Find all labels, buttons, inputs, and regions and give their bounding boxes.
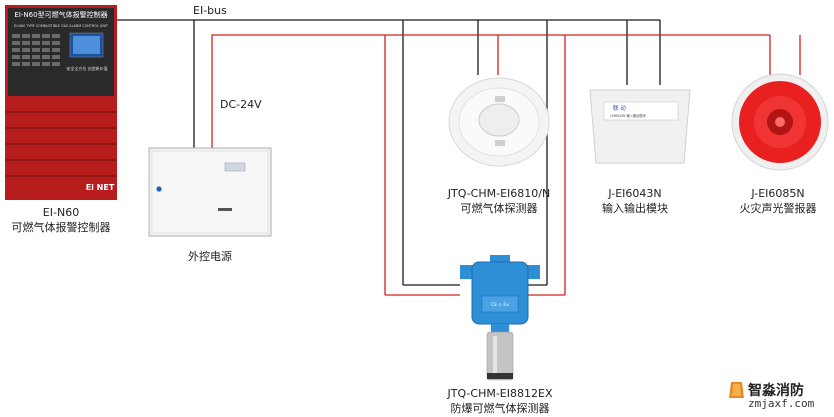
power-supply-box: [148, 147, 272, 237]
io-module-small-text: J-EI6043N 输入输出模块: [609, 113, 646, 118]
gas-detector-model: JTQ-CHM-EI6810/N: [447, 187, 551, 200]
io-module-label: 联 动: [613, 104, 626, 112]
io-module: 联 动 J-EI6043N 输入输出模块: [589, 89, 691, 164]
bus-label: EI-bus: [193, 4, 227, 17]
panel-subtitle: EI-N60 TYPE COMBUSTIBLE GAS ALARM CONTRO…: [14, 24, 109, 28]
explosion-proof-detector: CE ◇ Ex: [460, 255, 540, 381]
io-module-model: J-EI6043N: [608, 187, 662, 200]
power-label: DC-24V: [220, 98, 262, 111]
ex-detector-model: JTQ-CHM-EI8812EX: [447, 387, 553, 400]
brand-url: zmjaxf.com: [748, 397, 815, 410]
gas-detector-name: 可燃气体探测器: [460, 202, 538, 215]
brand-name: 智淼消防: [748, 383, 804, 399]
gas-detector-caption: JTQ-CHM-EI6810/N 可燃气体探测器: [434, 186, 564, 216]
panel-caption: EI-N60 可燃气体报警控制器: [0, 205, 122, 235]
panel-drawers: [5, 111, 117, 177]
ex-detector-name: 防爆可燃气体探测器: [450, 402, 550, 415]
brand-logo: [729, 382, 744, 398]
power-supply-caption: 外控电源: [160, 249, 260, 264]
ex-plate-text: CE ◇ Ex: [491, 302, 509, 308]
panel-title: EI-N60型可燃气体报警控制器: [14, 10, 107, 19]
panel-model: EI-N60: [42, 206, 80, 219]
panel-slogan: 安全全方位 创造新价值: [66, 65, 107, 71]
power-wires: [211, 34, 801, 296]
panel-name: 可燃气体报警控制器: [11, 221, 111, 234]
alarm-model: J-EI6085N: [751, 187, 805, 200]
panel-keypad: [12, 34, 60, 66]
control-panel: EI-N60型可燃气体报警控制器 EI-N60 TYPE COMBUSTIBLE…: [5, 5, 117, 200]
io-module-name: 输入输出模块: [602, 202, 668, 215]
ex-detector-caption: JTQ-CHM-EI8812EX 防爆可燃气体探测器: [430, 386, 570, 416]
panel-logo: Ei NET: [86, 183, 115, 192]
sound-light-alarm: [731, 73, 829, 171]
lock-knob-icon: [156, 186, 162, 192]
power-supply-name: 外控电源: [188, 250, 232, 263]
alarm-name: 火灾声光警报器: [739, 202, 817, 215]
gas-detector: [448, 77, 550, 167]
alarm-caption: J-EI6085N 火灾声光警报器: [722, 186, 834, 216]
io-module-caption: J-EI6043N 输入输出模块: [580, 186, 690, 216]
bus-wires: [117, 19, 661, 286]
